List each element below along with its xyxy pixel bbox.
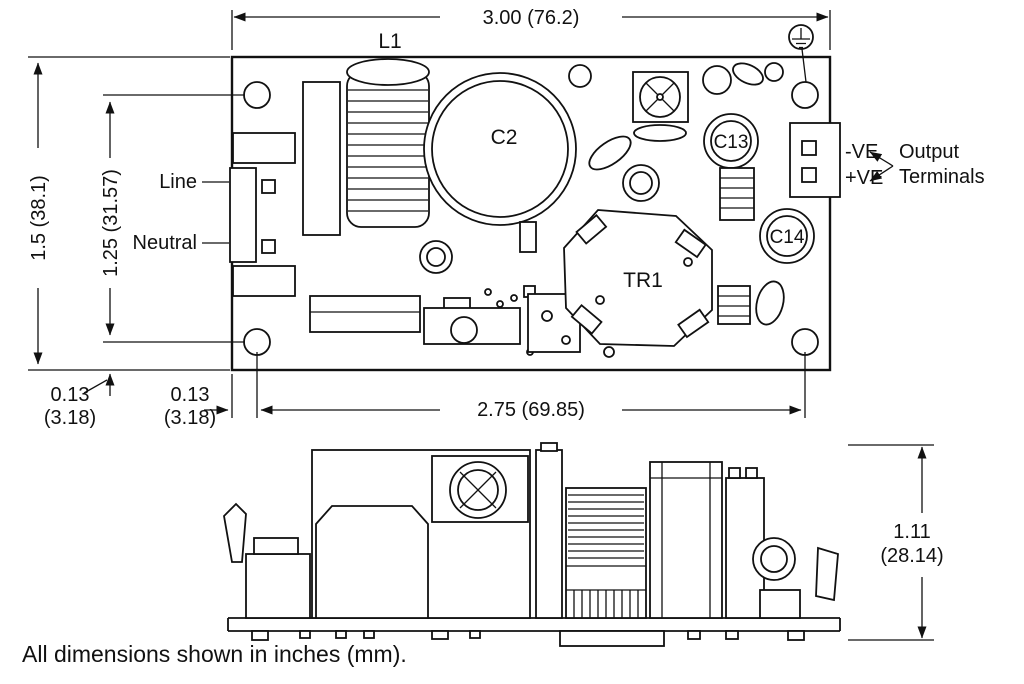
input-connector	[229, 132, 296, 297]
hole-offset-y-in: 0.13	[51, 384, 90, 406]
ground-symbol	[788, 24, 814, 83]
mounting-hole	[791, 328, 819, 356]
l1-label: L1	[378, 30, 401, 53]
side-components	[223, 442, 839, 619]
board-width-dimension: 3.00 (76.2)	[483, 7, 580, 29]
mounting-hole	[791, 81, 819, 109]
line-label: Line	[159, 171, 197, 193]
mounting-holes	[243, 81, 819, 356]
hole-offset-y-mm: (3.18)	[44, 407, 96, 429]
neutral-label: Neutral	[133, 232, 197, 254]
hole-offset-x-in: 0.13	[171, 384, 210, 406]
board-height-dimension: 1.5 (38.1)	[28, 175, 50, 261]
side-pin-tab	[223, 502, 247, 563]
top-view: L1 C2	[28, 7, 985, 429]
side-height-in: 1.11	[893, 521, 930, 543]
c2-label: C2	[491, 126, 518, 149]
footer-note: All dimensions shown in inches (mm).	[22, 641, 407, 667]
striped-component	[717, 167, 785, 326]
tr1-transformer	[563, 209, 713, 347]
c13-label: C13	[714, 132, 749, 153]
mounting-hole	[243, 328, 271, 356]
c2-capacitor	[423, 72, 577, 226]
side-pcb-pins	[251, 630, 805, 647]
hole-spacing-horizontal-dimension: 2.75 (69.85)	[477, 399, 585, 421]
c14-label: C14	[770, 227, 805, 248]
output-connector	[789, 122, 841, 198]
hole-offset-x-mm: (3.18)	[164, 407, 216, 429]
film-capacitor	[302, 81, 341, 236]
side-pcb-edge	[227, 617, 841, 632]
c14-capacitor	[759, 208, 815, 264]
output-terminal-arrows	[869, 151, 894, 182]
tr1-label: TR1	[623, 269, 663, 292]
l1-inductor	[346, 58, 430, 228]
hole-spacing-vertical-dimension: 1.25 (31.57)	[100, 169, 122, 277]
output-terminals-label-line2: Terminals	[899, 166, 985, 188]
positive-terminal-label: +VE	[845, 167, 883, 189]
dim-side-height	[848, 444, 934, 641]
output-terminals-label-line1: Output	[899, 141, 959, 163]
mounting-hole	[243, 81, 271, 109]
potentiometer	[632, 71, 689, 142]
negative-terminal-label: -VE	[845, 141, 878, 163]
side-height-mm: (28.14)	[880, 545, 943, 567]
dimension-extension-lines	[28, 10, 831, 418]
dim-hole-offset-y	[83, 373, 115, 396]
c13-capacitor	[703, 113, 759, 169]
diode-cluster	[568, 62, 784, 202]
side-view: 1.11 (28.14)	[223, 442, 944, 647]
